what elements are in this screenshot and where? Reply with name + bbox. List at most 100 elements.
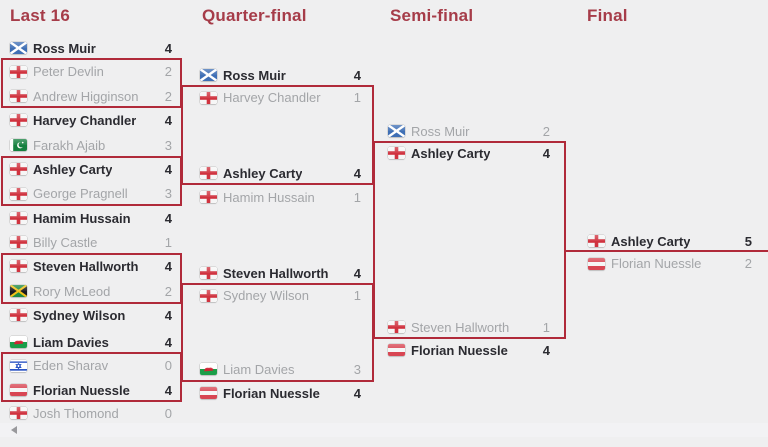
player-score: 2 [164,88,172,104]
player-row: Billy Castle 1 [10,233,172,251]
player-score: 4 [164,161,172,177]
round-header-quarter-final: Quarter-final [202,6,307,25]
round-header-last-16: Last 16 [10,6,70,25]
bracket-connector [373,141,566,339]
england-flag-icon [200,289,217,302]
player-row: Florian Nuessle 4 [10,381,172,399]
player-name: Liam Davies [223,361,295,377]
player-score: 4 [164,112,172,128]
player-row: Florian Nuessle 4 [388,341,550,359]
england-flag-icon [200,167,217,179]
player-name: Ashley Carty [223,165,303,181]
player-name: Steven Hallworth [33,258,139,274]
player-name: Florian Nuessle [33,382,130,398]
player-score: 4 [164,334,172,350]
player-score: 4 [353,165,361,181]
england-flag-icon [10,163,27,175]
austria-flag-icon [200,387,217,399]
player-score: 3 [164,137,172,153]
player-score: 2 [542,123,550,139]
england-flag-icon [10,236,27,248]
player-name: Ashley Carty [411,145,491,161]
england-flag-icon [388,321,405,333]
player-name: Hamim Hussain [223,189,315,205]
player-name: Harvey Chandler [33,112,137,128]
round-header-final: Final [587,6,628,25]
player-name: Ross Muir [223,67,286,83]
player-name: Josh Thomond [33,405,119,421]
player-name: Ross Muir [33,40,96,56]
england-flag-icon [10,90,27,102]
austria-flag-icon [10,384,27,396]
player-row: Josh Thomond 0 [10,404,172,422]
england-flag-icon [10,260,27,272]
player-name: Steven Hallworth [223,265,329,281]
player-name: Farakh Ajaib [33,137,106,153]
player-name: Sydney Wilson [223,288,309,303]
player-name: Ross Muir [411,123,470,139]
player-score: 4 [542,342,550,358]
england-flag-icon [10,407,27,419]
player-row: Hamim Hussain 4 [10,209,172,227]
player-score: 4 [353,67,361,83]
player-name: Peter Devlin [33,64,104,79]
player-name: Rory McLeod [33,283,111,299]
player-score: 4 [164,382,172,398]
player-score: 3 [353,361,361,377]
player-name: Ashley Carty [33,161,113,177]
jamaica-flag-icon [10,285,27,297]
player-score: 1 [164,234,172,250]
england-flag-icon [388,147,405,159]
england-flag-icon [10,114,27,126]
bracket-connector-final [565,250,768,252]
player-name: Hamim Hussain [33,210,131,226]
player-score: 4 [164,210,172,226]
round-header-semi-final: Semi-final [390,6,474,25]
england-flag-icon [10,309,27,321]
player-name: Sydney Wilson [33,307,126,323]
bracket-connector [181,85,374,185]
player-row: Ross Muir 2 [388,122,550,140]
player-name: Harvey Chandler [223,90,321,105]
player-row: Hamim Hussain 1 [200,188,361,206]
wales-flag-icon [10,336,27,348]
player-name: Steven Hallworth [411,319,510,335]
player-name: Eden Sharav [33,358,109,373]
england-flag-icon [200,191,217,203]
player-name: Billy Castle [33,234,98,250]
england-flag-icon [10,65,27,78]
england-flag-icon [10,187,27,200]
player-score: 1 [353,189,361,205]
player-name: Florian Nuessle [411,342,508,358]
player-row: Steven Hallworth 4 [200,264,361,282]
player-score: 2 [164,64,172,79]
scotland-flag-icon [200,69,217,81]
england-flag-icon [200,91,217,104]
player-row: Rory McLeod 2 [10,282,172,300]
player-score: 2 [164,283,172,299]
player-score: 0 [164,405,172,421]
player-score: 4 [164,258,172,274]
player-score: 4 [353,385,361,401]
player-row: Ashley Carty 4 [200,164,361,182]
bracket-connector [1,58,182,108]
scotland-flag-icon [10,42,27,54]
player-score: 5 [744,233,752,249]
horizontal-scroll-track[interactable] [0,423,768,437]
player-score: 4 [353,265,361,281]
scroll-left-arrow-icon[interactable] [11,426,17,434]
bracket-connector [1,253,182,304]
austria-flag-icon [388,344,405,356]
